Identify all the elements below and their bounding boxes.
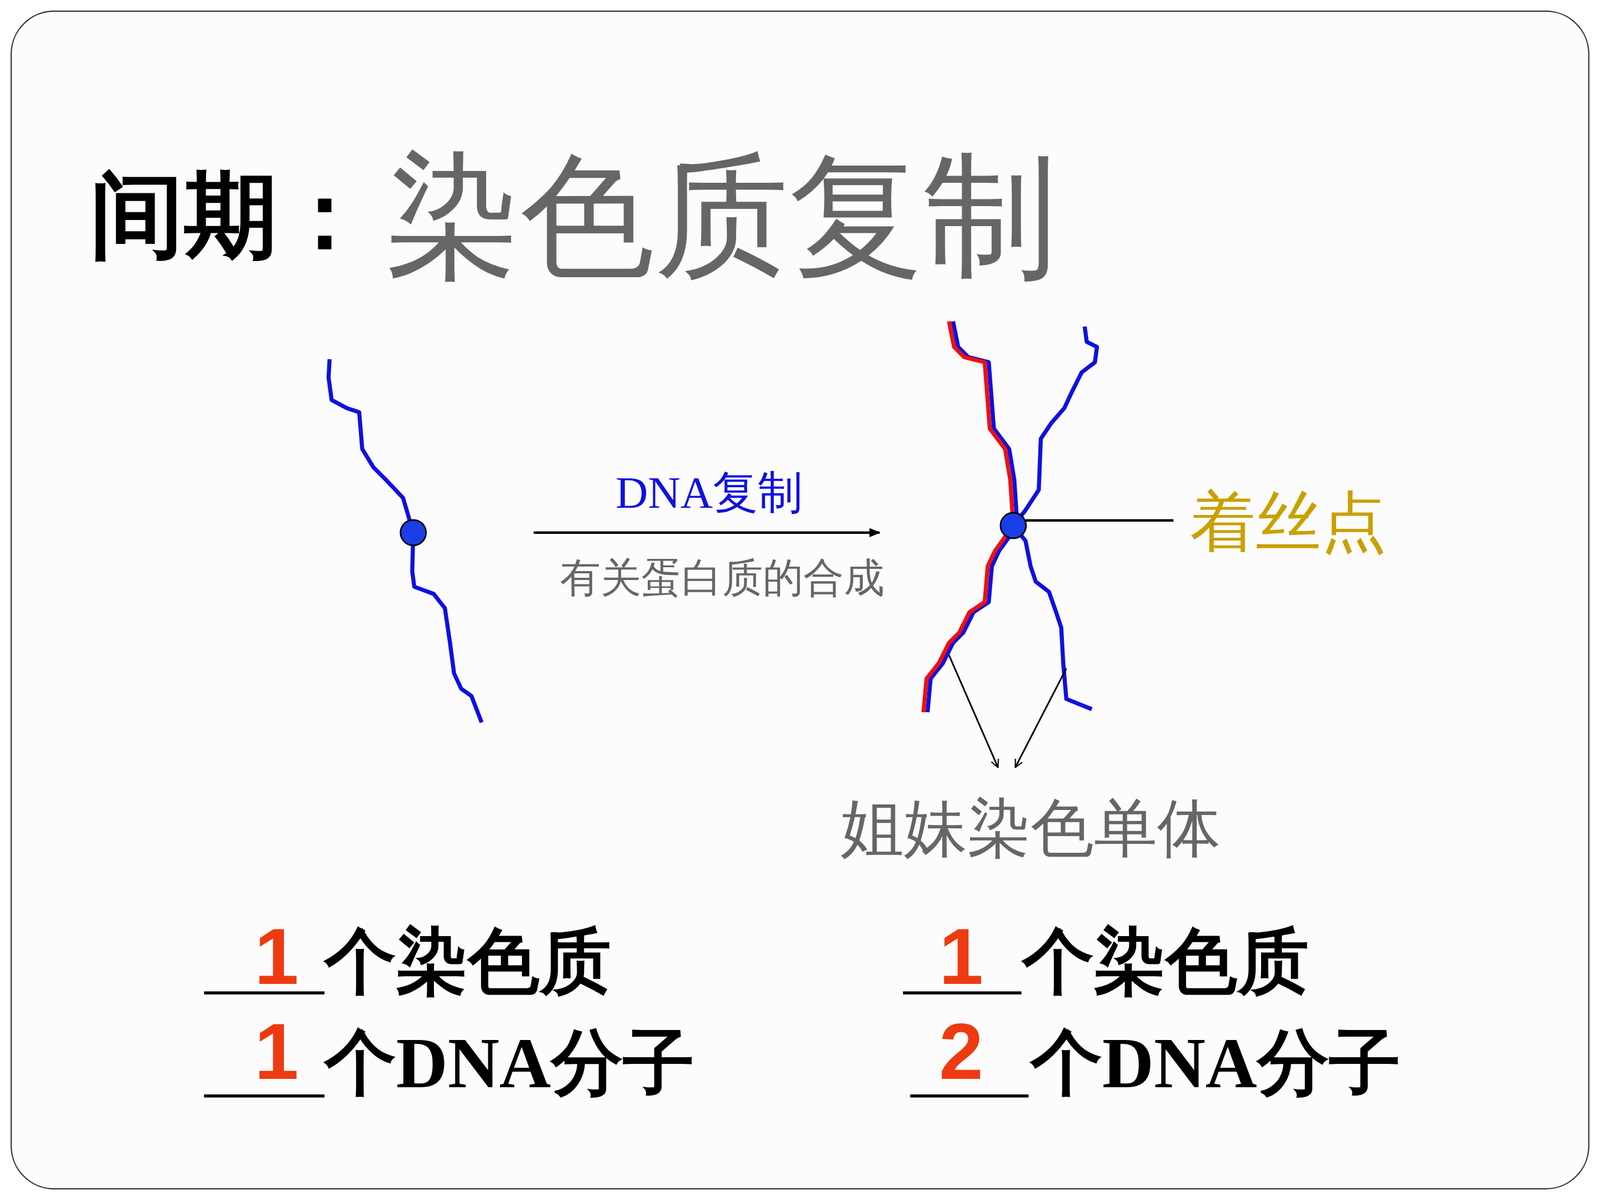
process-label: DNA复制: [615, 467, 803, 519]
sister-chromatid: [923, 525, 1014, 713]
chromatin-strand: [328, 359, 482, 723]
question-text: 个DNA分子: [1030, 1022, 1401, 1105]
process-label: 有关蛋白质的合成: [560, 553, 885, 601]
sister-chromatid: [1013, 326, 1098, 526]
answer-number: 1: [938, 910, 984, 1003]
process-arrow: [533, 531, 880, 534]
question-text: 个DNA分子: [324, 1022, 695, 1105]
question-text: 个染色质: [324, 921, 612, 1004]
sister-chromatid: [948, 321, 1014, 526]
centromere-dot: [1000, 512, 1027, 539]
leader-line: [1025, 518, 1174, 522]
slide-border: [11, 11, 1589, 1189]
chromatid-edge: [927, 525, 1018, 713]
leader-arrow: [1015, 668, 1067, 768]
leader-arrow: [948, 655, 998, 768]
centromere-label: 着丝点: [1190, 485, 1387, 560]
question-text: 个染色质: [1022, 921, 1309, 1004]
centromere-dot: [400, 520, 427, 546]
chromatid-label: 姐妹染色单体: [840, 792, 1221, 865]
answer-number: 2: [938, 1005, 984, 1097]
answer-number: 1: [254, 910, 299, 1003]
answer-number: 1: [254, 1005, 299, 1097]
slide-title: 间期：: [90, 162, 372, 270]
chromatid-edge: [953, 321, 1018, 526]
sister-chromatid: [1013, 525, 1092, 710]
title-topic: 染色质复制: [385, 138, 1058, 294]
